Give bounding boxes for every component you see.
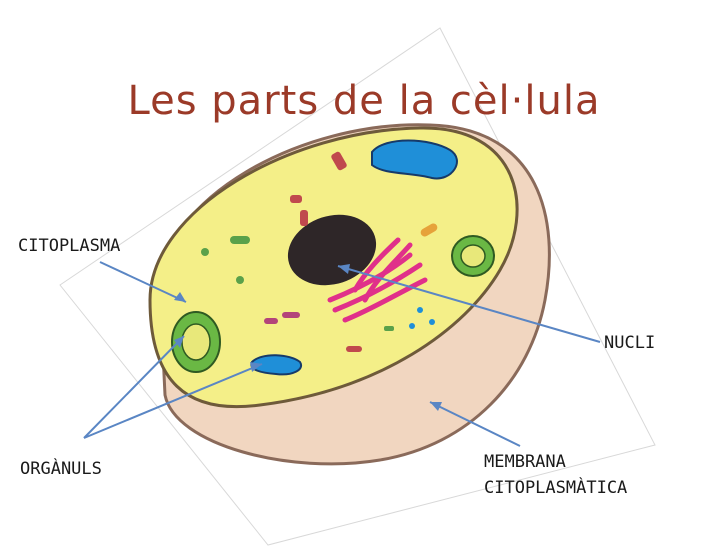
arrow-organuls-1: [83, 335, 185, 439]
label-organuls: ORGÀNULS: [20, 459, 102, 479]
vacuole-bottom: [250, 354, 303, 376]
label-citoplasma: CITOPLASMA: [18, 236, 121, 256]
arrow-membrana: [429, 401, 521, 447]
paper-background: [59, 27, 656, 546]
label-membrana: MEMBRANA CITOPLASMÀTICA: [484, 449, 627, 501]
arrow-nucli: [337, 265, 601, 343]
arrow-organuls-2: [83, 363, 263, 439]
arrow-citoplasma: [99, 261, 187, 303]
vacuole-top: [371, 139, 458, 180]
pointer-arrows: [83, 261, 601, 447]
arrow-heads: [174, 264, 442, 411]
page-title: Les parts de la cèl·lula: [127, 78, 601, 124]
label-membrana-line2: CITOPLASMÀTICA: [484, 478, 628, 498]
nucleus: [287, 214, 377, 286]
label-membrana-line1: MEMBRANA: [484, 452, 566, 472]
label-nucli: NUCLI: [604, 333, 656, 353]
small-organelles: [201, 151, 438, 352]
golgi-apparatus: [327, 237, 428, 323]
mitochondrion-right: [451, 235, 495, 277]
mitochondrion-left: [171, 311, 221, 373]
